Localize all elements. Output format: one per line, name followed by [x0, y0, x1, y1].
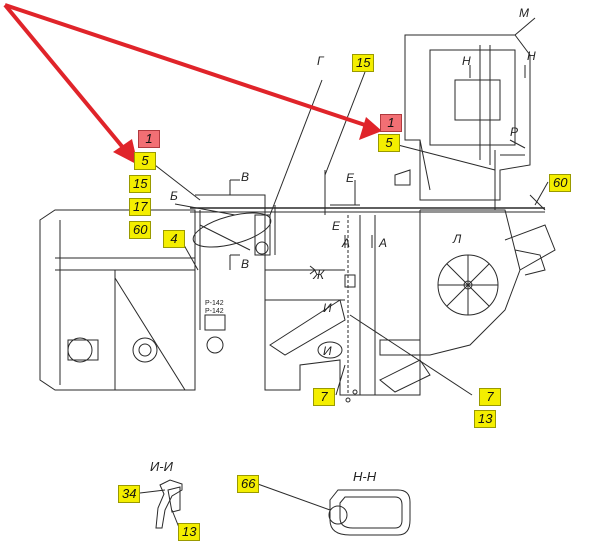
- part-label-p1: Р-142: [205, 300, 224, 307]
- callout-66: 66: [237, 475, 260, 493]
- red-arrows: [3, 3, 382, 165]
- label-I1: И: [323, 301, 332, 315]
- callout-34: 34: [118, 485, 141, 503]
- callout-1-mid: 1: [380, 114, 402, 132]
- callout-13-right: 13: [474, 410, 497, 428]
- top-unit-inner-box: [429, 49, 516, 146]
- middle-body: [195, 194, 421, 396]
- left-frame: [39, 209, 196, 391]
- callout-7-right: 7: [479, 388, 501, 406]
- label-L: Л: [453, 232, 462, 246]
- section-title-ii: И-И: [150, 459, 173, 474]
- callout-17: 17: [129, 198, 152, 216]
- callout-5-mid: 5: [378, 134, 400, 152]
- label-Zh: Ж: [313, 268, 325, 282]
- red-arrow-left: [3, 3, 127, 152]
- right-section: [420, 209, 521, 356]
- callout-1-left: 1: [138, 130, 160, 148]
- label-I2: И: [323, 344, 332, 358]
- label-N2: Н: [527, 49, 536, 63]
- section-title-nn: Н-Н: [353, 469, 377, 484]
- label-V2: В: [241, 257, 250, 271]
- label-E2: Е: [332, 219, 341, 233]
- label-G: Г: [317, 54, 324, 68]
- label-E1: Е: [346, 171, 355, 185]
- label-A2: А: [379, 236, 388, 250]
- callout-13-bottom: 13: [178, 523, 201, 541]
- label-N1: Н: [462, 54, 471, 68]
- callout-60-left: 60: [129, 221, 152, 239]
- label-R: Р: [510, 125, 519, 139]
- section-nn-detail: [329, 489, 411, 536]
- callout-15-top: 15: [352, 54, 375, 72]
- top-unit-outline: [404, 34, 531, 201]
- callout-4: 4: [163, 230, 185, 248]
- label-M: М: [519, 6, 529, 20]
- red-arrow-right: [4, 3, 366, 127]
- callout-5-left: 5: [134, 152, 156, 170]
- label-A1: А: [342, 236, 351, 250]
- part-label-p2: Р-142: [205, 308, 224, 315]
- callout-60-right: 60: [549, 174, 572, 192]
- label-V1: В: [241, 170, 250, 184]
- section-ii-detail: [155, 479, 183, 529]
- label-B: Б: [170, 189, 178, 203]
- callout-15-left: 15: [129, 175, 152, 193]
- callout-7-left: 7: [313, 388, 335, 406]
